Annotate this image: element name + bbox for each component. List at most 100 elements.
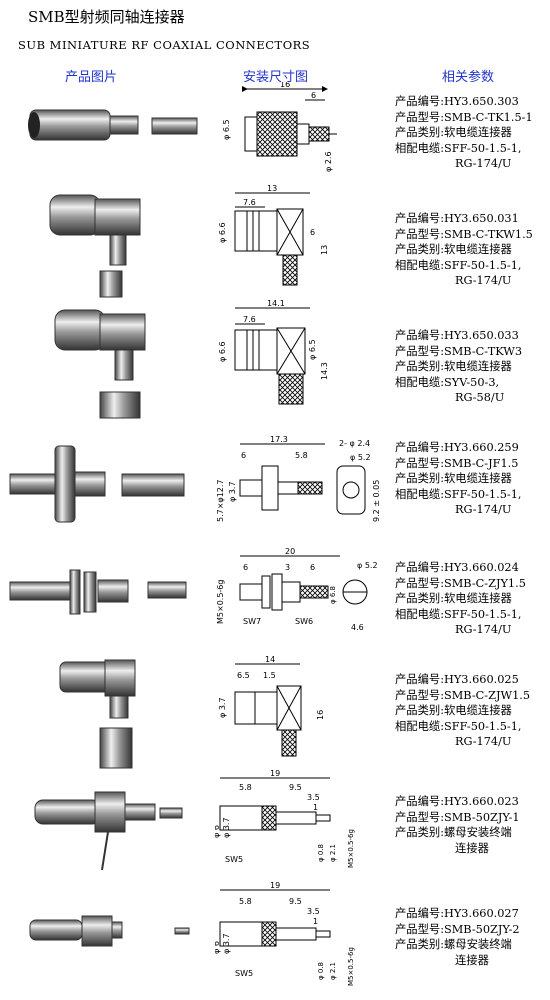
product-model: SMB-C-TK1.5-1 [444, 110, 533, 124]
dimension-drawing: 16 6 φ 6.5 φ 2.6 [222, 82, 337, 172]
dimension-label: 19 [270, 881, 280, 890]
dimension-label: φ 6.5 [222, 119, 231, 140]
dimension-label: 3.5 [307, 907, 320, 916]
product-cable: SYV-50-3, [444, 375, 500, 389]
product-cable-cont: RG-174/U [455, 623, 512, 636]
dimension-label: 6 [310, 563, 315, 572]
dimension-label: φ 6 [215, 825, 221, 838]
product-photo [9, 569, 187, 615]
label-category: 产品类别: [395, 704, 444, 717]
dimension-label: φ 3.7 [222, 933, 231, 954]
product-photo [29, 915, 190, 947]
dimension-label: 9.5 [289, 783, 302, 792]
product-photo [34, 791, 183, 871]
product-params: 产品编号:HY3.650.031 产品型号:SMB-C-TKW1.5 产品类别:… [395, 211, 545, 289]
product-row: 13 7.6 φ 6.6 13 6 产品编号:HY3.650.031 产品型号:… [0, 185, 550, 300]
page-title: SMB型射频同轴连接器 [28, 8, 185, 26]
product-code: HY3.660.259 [444, 441, 519, 454]
dimension-label: M5×0.5-6g [347, 829, 355, 868]
page-subtitle: SUB MINIATURE RF COAXIAL CONNECTORS [18, 38, 311, 52]
product-model: SMB-C-ZJW1.5 [444, 688, 531, 702]
dimension-label: φ 0.8 [317, 844, 325, 862]
product-model: SMB-50ZJY-1 [444, 810, 520, 824]
dimension-label: 6 [310, 228, 315, 237]
dimension-label: 3 [285, 563, 290, 572]
dimension-label: φ 6.6 [218, 341, 227, 362]
dimension-label: 16 [280, 82, 290, 89]
product-row: 16 6 φ 6.5 φ 2.6 产品编号:HY3.650.303 产品型号:S… [0, 82, 550, 192]
label-code: 产品编号: [395, 795, 444, 808]
dimension-drawing: 14 6.5 1.5 φ 3.7 16 [218, 655, 325, 757]
dimension-label: 16 [316, 710, 325, 720]
label-category: 产品类别: [395, 938, 444, 951]
product-params: 产品编号:HY3.650.033 产品型号:SMB-C-TKW3 产品类别:软电… [395, 328, 545, 406]
dimension-label: 5.7×φ12.7 [216, 479, 225, 522]
product-cable: SFF-50-1.5-1, [444, 258, 522, 272]
dimension-label: 3.5 [307, 793, 320, 802]
dimension-label: 14.1 [267, 300, 285, 308]
label-code: 产品编号: [395, 95, 444, 108]
label-model: 产品型号: [395, 922, 444, 936]
product-model: SMB-C-TKW3 [444, 344, 523, 358]
label-category: 产品类别: [395, 243, 444, 256]
label-cable: 相配电缆: [395, 375, 444, 389]
dimension-drawing: 13 7.6 φ 6.6 13 6 [218, 185, 329, 286]
dimension-label: SW5 [225, 855, 243, 864]
product-params: 产品编号:HY3.660.025 产品型号:SMB-C-ZJW1.5 产品类别:… [395, 672, 545, 750]
dimension-label: 6 [243, 563, 248, 572]
product-cable-cont: RG-174/U [455, 157, 512, 170]
product-cable-cont: RG-174/U [455, 274, 512, 287]
product-code: HY3.660.024 [444, 561, 519, 574]
label-category: 产品类别: [395, 360, 444, 373]
product-code: HY3.650.031 [444, 212, 519, 225]
product-params: 产品编号:HY3.660.259 产品型号:SMB-C-JF1.5 产品类别:软… [395, 440, 545, 518]
product-cable-cont: RG-174/U [455, 735, 512, 748]
label-model: 产品型号: [395, 456, 444, 470]
label-category: 产品类别: [395, 472, 444, 485]
dimension-label: 14.3 [320, 362, 329, 380]
dimension-label: 1.5 [263, 671, 276, 680]
dimension-label: SW7 [243, 617, 261, 626]
dimension-drawing: 17.3 6 5.8 2- φ 2.4 φ 5.2 5.7×φ12.7 φ 3.… [216, 435, 381, 522]
product-model: SMB-50ZJY-2 [444, 922, 520, 936]
product-cable: SFF-50-1.5-1, [444, 719, 522, 733]
dimension-label: SW5 [235, 969, 253, 978]
product-params: 产品编号:HY3.660.023 产品型号:SMB-50ZJY-1 产品类别:螺… [395, 794, 545, 856]
product-cable-cont: RG-58/U [455, 391, 505, 404]
dimension-label: 14 [265, 655, 275, 664]
product-model: SMB-C-ZJY1.5 [444, 576, 526, 590]
dimension-label: 6 [241, 451, 246, 460]
product-category-cont: 连接器 [455, 841, 489, 855]
label-model: 产品型号: [395, 810, 444, 824]
product-row: 19 5.8 9.5 3.5 1 φ 6 φ 3.7 SW5 φ 0.8 φ 2… [0, 880, 550, 998]
dimension-label: 9.2 ± 0.05 [372, 480, 381, 522]
label-category: 产品类别: [395, 126, 444, 139]
dimension-drawing: 19 5.8 9.5 3.5 1 φ 6 φ 3.7 SW5 φ 0.8 φ 2… [215, 881, 355, 986]
dimension-label: 5.8 [239, 783, 252, 792]
label-code: 产品编号: [395, 441, 444, 454]
product-model: SMB-C-TKW1.5 [444, 227, 533, 241]
dimension-label: M5×0.5-6g [347, 947, 355, 986]
product-code: HY3.660.025 [444, 673, 519, 686]
dimension-label: φ 2.1 [329, 844, 337, 862]
product-photo [49, 194, 141, 298]
dimension-label: φ 2.6 [324, 151, 333, 172]
product-params: 产品编号:HY3.650.303 产品型号:SMB-C-TK1.5-1 产品类别… [395, 94, 545, 172]
product-category-cont: 连接器 [455, 953, 489, 967]
label-code: 产品编号: [395, 212, 444, 225]
dimension-label: 7.6 [243, 315, 256, 324]
dimension-label: 9.5 [289, 897, 302, 906]
product-category: 螺母安装终端 [444, 938, 512, 951]
dimension-label: 6 [311, 91, 316, 100]
product-photo [28, 109, 198, 141]
dimension-label: φ 6 [215, 941, 221, 954]
label-category: 产品类别: [395, 592, 444, 605]
product-row: 20 6 3 6 φ 5.2 M5×0.5-6g SW7 SW6 4.6 φ 6… [0, 548, 550, 648]
dimension-label: φ 6.5 [308, 339, 317, 360]
label-code: 产品编号: [395, 673, 444, 686]
dimension-label: φ 3.7 [222, 817, 231, 838]
dimension-label: 2- φ 2.4 [339, 439, 370, 448]
dimension-label: 6.5 [237, 671, 250, 680]
dimension-label: φ 3.7 [228, 481, 237, 502]
product-code: HY3.660.023 [444, 795, 519, 808]
